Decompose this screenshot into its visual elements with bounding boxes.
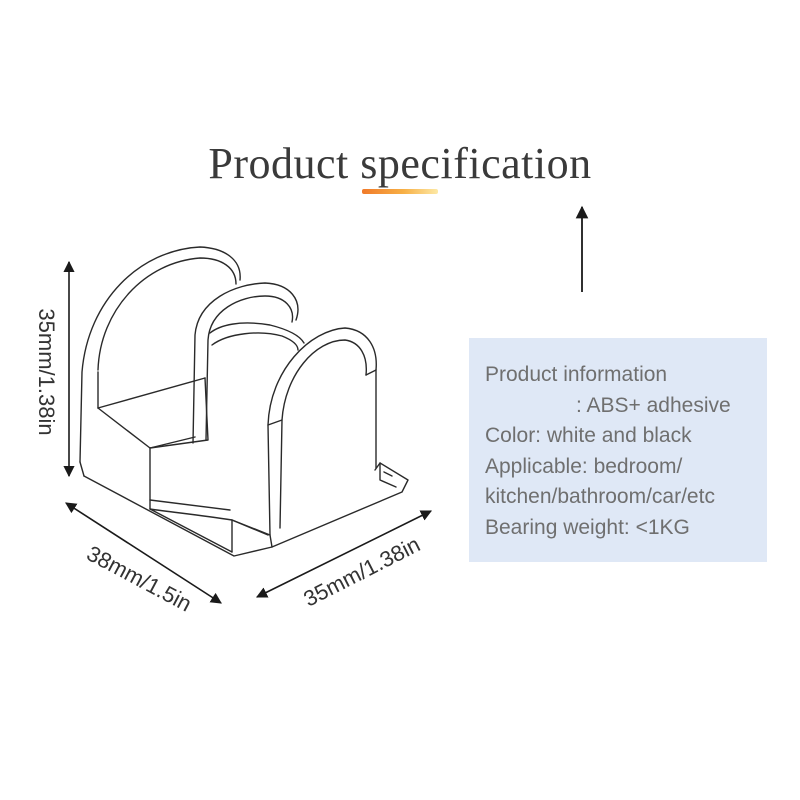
product-info-box: Product information : ABS+ adhesive Colo… xyxy=(469,338,767,562)
title-underline-accent xyxy=(362,189,438,194)
info-applicable-line1: Applicable: bedroom/ xyxy=(485,454,683,478)
info-applicable-line2: kitchen/bathroom/car/etc xyxy=(485,485,715,508)
info-material: : ABS+ adhesive xyxy=(576,393,731,417)
holder-outline xyxy=(79,246,409,557)
page-title: Product specification xyxy=(208,139,592,188)
width-dimension-arrow xyxy=(65,502,222,604)
depth-dimension-arrow xyxy=(255,510,433,598)
height-dimension-label: 35mm/1.38in xyxy=(34,308,59,436)
info-heading: Product information xyxy=(485,363,668,386)
info-bearing-weight: Bearing weight: <1KG xyxy=(485,515,690,539)
info-color: Color: white and black xyxy=(485,424,692,447)
